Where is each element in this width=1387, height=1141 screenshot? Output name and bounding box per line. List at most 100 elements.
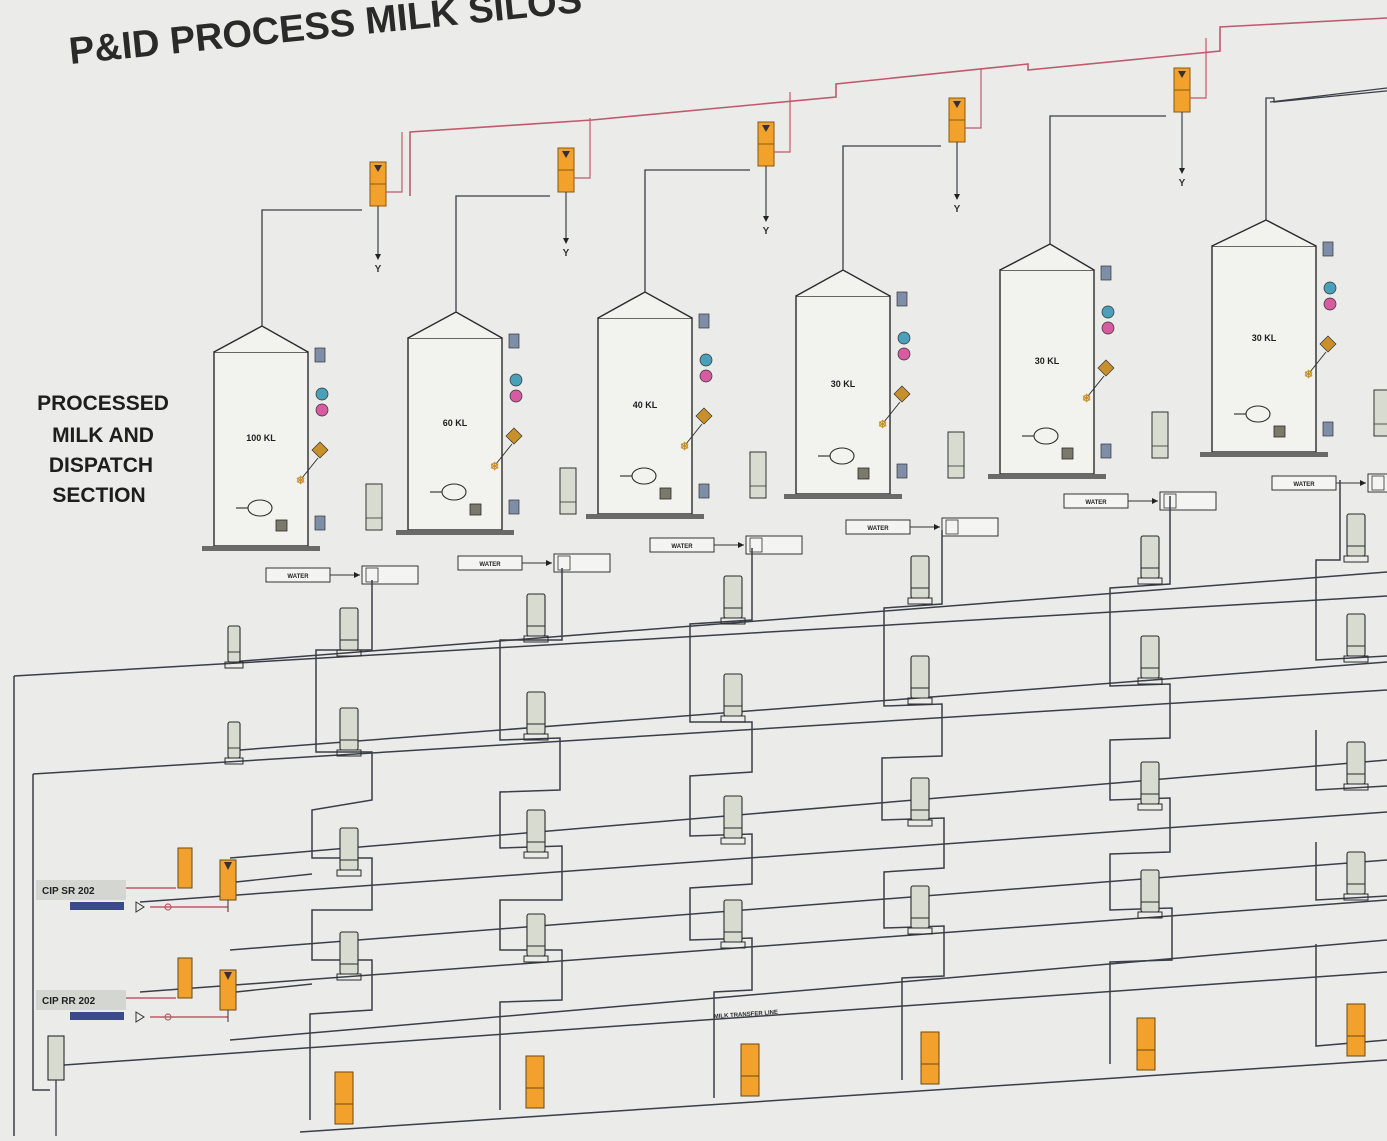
cip-pipe-tag — [70, 1012, 124, 1020]
temperature-gauge-icon — [1101, 305, 1115, 319]
cip-to-grid-line — [235, 873, 313, 883]
vent-filter-arrow-icon — [562, 151, 570, 158]
column-riser-4 — [881, 530, 945, 1080]
pressure-gauge-icon — [509, 389, 523, 403]
temperature-gauge-icon — [897, 331, 911, 345]
valve-seat — [336, 749, 362, 757]
column-riser-6 — [1315, 480, 1387, 1047]
silo-base — [988, 474, 1106, 479]
agitator-motor-icon — [469, 503, 482, 516]
agitator-motor-icon — [1061, 447, 1074, 460]
valve-2-3 — [336, 827, 362, 877]
cip-valve-arrow-icon — [224, 972, 232, 980]
mix-proof-valve-icon — [339, 707, 359, 751]
header-4 — [139, 899, 1387, 993]
sampling-line — [1309, 351, 1327, 373]
water-label: WATER — [287, 574, 309, 580]
valve-5-3 — [907, 777, 933, 827]
header-2 — [32, 689, 1387, 775]
outlet-valve-icon — [559, 467, 577, 515]
cip-connection-1: CIP SR 202 — [36, 847, 313, 913]
valve-6-3 — [1137, 761, 1163, 811]
valve-seat — [1137, 577, 1163, 585]
silo-vent-line — [1265, 90, 1387, 220]
water-arrow-icon — [1360, 480, 1366, 486]
cip-joint-icon — [164, 1013, 172, 1021]
silo-base — [202, 546, 320, 551]
column-riser-5 — [1109, 496, 1173, 1064]
sampling-line — [495, 443, 513, 465]
cip-label: CIP SR 202 — [42, 886, 95, 897]
manifold-box — [1159, 491, 1217, 511]
manifold-valve-icon — [945, 519, 959, 535]
section-label-line-1: PROCESSED — [37, 392, 169, 415]
sampling-line — [883, 401, 901, 423]
valve-3-1 — [523, 593, 549, 643]
vent-filter-arrow-icon — [953, 101, 961, 108]
valve-2-4 — [336, 931, 362, 981]
header-10 — [229, 939, 1387, 1041]
temperature-gauge-icon — [699, 353, 713, 367]
cip-check-valve-icon — [135, 1011, 145, 1023]
valve-seat — [1137, 803, 1163, 811]
valve-seat — [523, 851, 549, 859]
valve-seat — [1343, 783, 1369, 791]
valve-seat — [336, 973, 362, 981]
valve-6-1 — [1137, 535, 1163, 585]
outlet-valve-icon — [947, 431, 965, 479]
silo-2: 60 KLY❄ — [396, 118, 591, 535]
silo-capacity: 30 KL — [1252, 333, 1277, 343]
silo-body — [795, 295, 891, 495]
water-label: WATER — [1085, 500, 1107, 506]
silo-4: 30 KLY❄ — [784, 68, 982, 499]
sampling-tap-icon: ❄ — [1304, 369, 1313, 381]
water-inlet-2: WATER — [457, 553, 611, 573]
silo-vent-line — [842, 145, 941, 270]
temperature-gauge-icon — [1323, 281, 1337, 295]
bottom-transmitter-icon — [698, 483, 710, 499]
water-inlet-5: WATER — [1063, 491, 1217, 511]
drain-valve-icon — [334, 1071, 354, 1125]
vent-to-cip-line — [574, 118, 591, 179]
sampling-line — [1087, 375, 1105, 397]
valve-seat — [907, 819, 933, 827]
section-label-line-3: DISPATCH — [49, 454, 153, 477]
water-inlet-6: WATER — [1271, 473, 1387, 493]
milk-transfer-line-label: MILK TRANSFER LINE — [714, 1010, 779, 1020]
cip-to-grid-line — [235, 983, 313, 993]
agitator-motor-icon — [275, 519, 288, 532]
valve-6-2 — [1137, 635, 1163, 685]
valve-3-3 — [523, 809, 549, 859]
bottom-header — [299, 1059, 1387, 1133]
valve-2-2 — [336, 707, 362, 757]
silo-vent-line — [1049, 115, 1166, 244]
water-arrow-icon — [934, 524, 940, 530]
silo-base — [396, 530, 514, 535]
silo-vent-line — [644, 169, 750, 292]
silo-capacity: 30 KL — [831, 379, 856, 389]
valve-7-3 — [1343, 741, 1369, 791]
level-transmitter-icon — [896, 291, 908, 307]
silo-vent-line — [261, 209, 362, 326]
valve-seat — [523, 635, 549, 643]
silo-body — [597, 317, 693, 515]
silo-roof — [999, 243, 1095, 271]
mix-proof-valve-icon — [1346, 613, 1366, 657]
sampling-line — [301, 457, 319, 479]
water-label: WATER — [671, 544, 693, 550]
cip-label-plate — [36, 880, 126, 900]
water-arrow-icon — [738, 542, 744, 548]
section-label: PROCESSED MILK AND DISPATCH SECTION — [37, 392, 169, 507]
silo-1: 100 KLY❄ — [202, 132, 403, 551]
valve-seat — [907, 927, 933, 935]
silo-5: 30 KLY❄ — [988, 38, 1207, 479]
valve-1-1 — [224, 625, 244, 669]
silo-capacity: 30 KL — [1035, 356, 1060, 366]
column-riser-3 — [689, 548, 753, 1098]
sampling-tap-icon: ❄ — [296, 475, 305, 487]
sampling-tap-icon: ❄ — [490, 461, 499, 473]
drain-arrow-icon — [1179, 168, 1185, 174]
valve-seat — [720, 837, 746, 845]
mix-proof-valve-icon — [1346, 851, 1366, 895]
mix-proof-valve-icon — [526, 809, 546, 853]
